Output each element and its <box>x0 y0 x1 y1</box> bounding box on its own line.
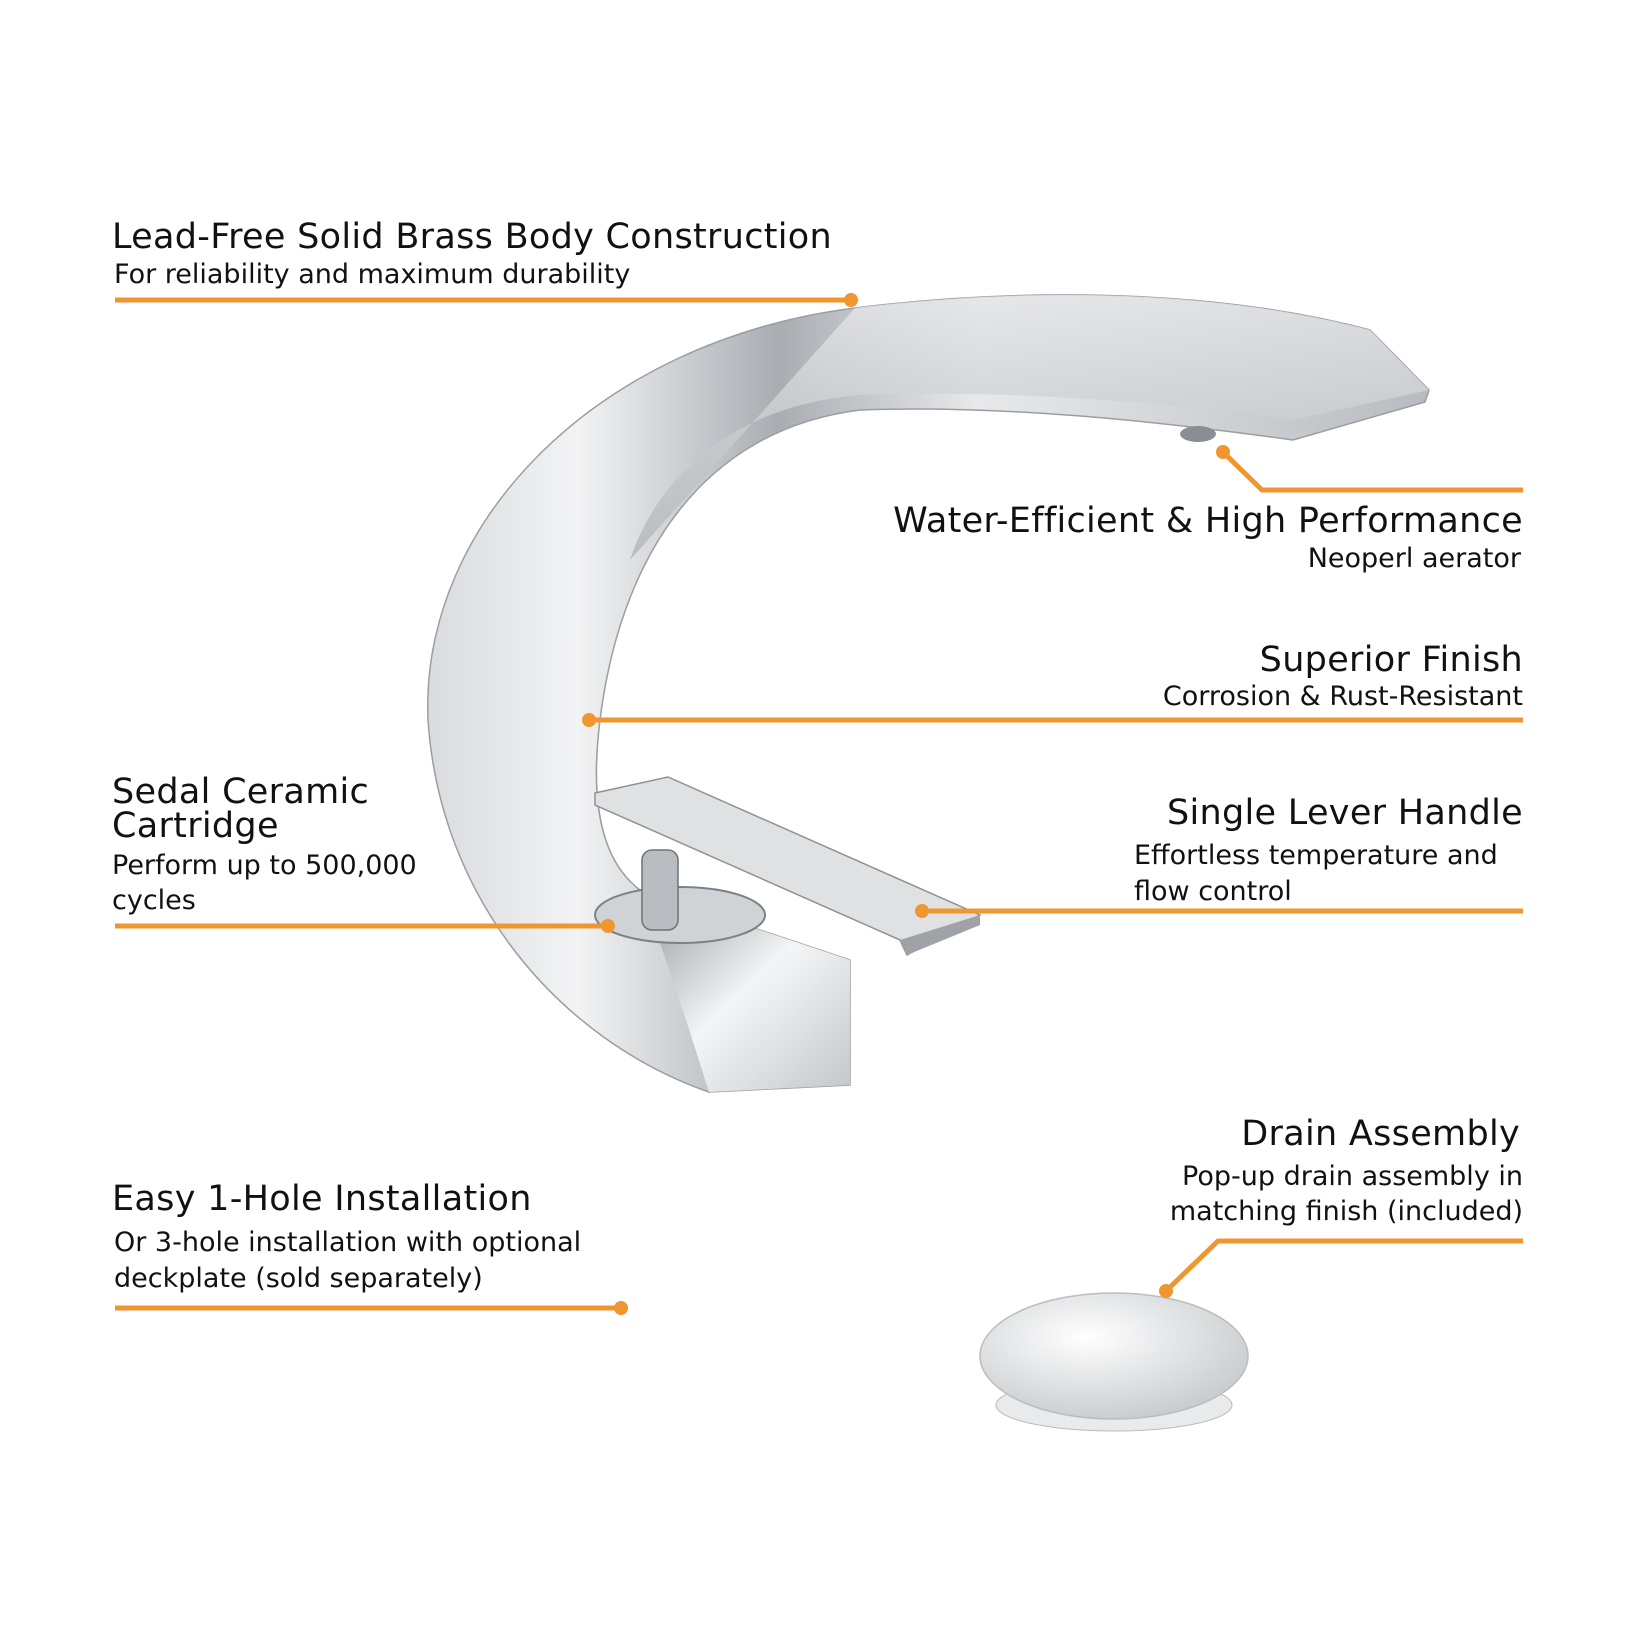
feature-title-lever-handle: Single Lever Handle <box>1166 793 1523 833</box>
feature-subtitle-brass-body: For reliability and maximum durability <box>114 259 631 290</box>
feature-subtitle-drain-line2: matching finish (included) <box>1169 1196 1523 1227</box>
feature-subtitle-installation: Or 3-hole installation with optional <box>114 1227 582 1258</box>
callout-dot-ceramic-cartridge <box>601 919 615 933</box>
callout-dot-brass-body <box>844 293 858 307</box>
feature-subtitle-ceramic-cartridge: Perform up to 500,000 <box>112 850 417 881</box>
feature-title-ceramic-cartridge: Sedal Ceramic <box>112 772 370 812</box>
feature-subtitle-installation-line2: deckplate (sold separately) <box>114 1263 483 1294</box>
callout-dot-lever-handle <box>915 904 929 918</box>
feature-title-drain: Drain Assembly <box>1241 1114 1520 1154</box>
feature-subtitle-water-efficient: Neoperl aerator <box>1307 543 1521 574</box>
feature-subtitle-lever-handle-line2: flow control <box>1134 876 1292 907</box>
feature-subtitle-drain: Pop-up drain assembly in <box>1182 1161 1523 1192</box>
callout-dot-water-efficient <box>1216 445 1230 459</box>
callout-line-water-efficient <box>1221 450 1523 493</box>
callout-dot-drain <box>1159 1284 1173 1298</box>
callout-line-drain <box>1164 1238 1523 1293</box>
drain-stopper <box>979 1292 1249 1432</box>
feature-subtitle-superior-finish: Corrosion & Rust-Resistant <box>1162 681 1523 712</box>
feature-title-water-efficient: Water-Efficient & High Performance <box>893 501 1523 541</box>
callout-dot-installation <box>614 1301 628 1315</box>
faucet <box>427 294 1430 1093</box>
feature-title-installation: Easy 1-Hole Installation <box>112 1179 532 1219</box>
callout-lines <box>115 293 1523 1315</box>
feature-title-superior-finish: Superior Finish <box>1259 640 1523 680</box>
feature-title-ceramic-cartridge-line2: Cartridge <box>112 806 279 846</box>
callout-dot-superior-finish <box>582 713 596 727</box>
feature-subtitle-lever-handle: Effortless temperature and <box>1134 840 1498 871</box>
feature-title-brass-body: Lead-Free Solid Brass Body Construction <box>112 217 833 257</box>
feature-subtitle-ceramic-cartridge-line2: cycles <box>112 885 196 916</box>
